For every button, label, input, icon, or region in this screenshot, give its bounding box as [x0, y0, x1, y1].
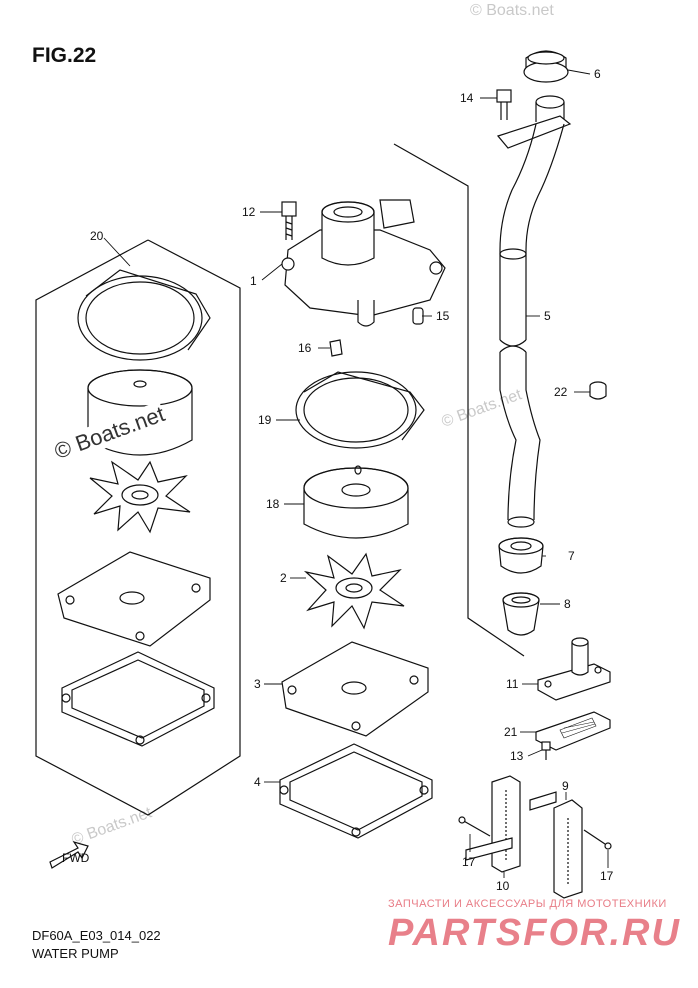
callout-19: 19: [258, 413, 272, 427]
callout-18: 18: [266, 497, 280, 511]
part-19-cage: [295, 371, 425, 449]
callout-22: 22: [554, 385, 568, 399]
callout-11: 11: [506, 677, 519, 691]
part-7-grommet: [498, 537, 544, 574]
callout-13: 13: [510, 749, 524, 763]
part-5-water-tube: [496, 95, 572, 528]
callout-17-left: 17: [462, 855, 476, 869]
callout-10: 10: [496, 879, 510, 893]
callout-9: 9: [562, 779, 569, 793]
part-12-bolt: [281, 201, 297, 240]
part-6-grommet: [523, 50, 569, 83]
part-3-plate: [281, 641, 429, 737]
callout-12: 12: [242, 205, 256, 219]
callout-20: 20: [90, 229, 104, 243]
part-21-screen: [535, 711, 611, 751]
figure-code: DF60A_E03_014_022: [32, 928, 161, 943]
callout-5: 5: [544, 309, 551, 323]
watermark-top: © Boats.net: [470, 2, 554, 19]
assembly-bracket-line: [393, 143, 525, 657]
part-10-bracket: [465, 775, 521, 873]
part-22-sleeve: [589, 381, 607, 400]
callout-4: 4: [254, 775, 261, 789]
callout-14: 14: [460, 91, 474, 105]
part-14-bolt: [496, 89, 512, 120]
fwd-label: FWD: [62, 851, 90, 865]
callout-2: 2: [280, 571, 287, 585]
kit-cage-ring: [77, 269, 211, 361]
figure-title: FIG.22: [32, 44, 97, 67]
leader-lines: [103, 69, 609, 878]
callout-21: 21: [504, 725, 518, 739]
callout-8: 8: [564, 597, 571, 611]
part-13-screw: [541, 741, 551, 760]
figure-name: WATER PUMP: [32, 946, 119, 961]
fwd-arrow-icon: [49, 840, 89, 869]
part-1-pump-case: [281, 199, 446, 327]
part-17-screw-left: [458, 816, 491, 837]
part-2-impeller: [303, 552, 405, 630]
part-11-fitting: [537, 637, 611, 701]
shop-logo: PARTSFOR.RU: [388, 912, 681, 954]
callout-15: 15: [436, 309, 450, 323]
kit-20-outline: [35, 239, 241, 816]
part-8-seal: [502, 592, 540, 636]
shop-tagline: ЗАПЧАСТИ И АКСЕССУАРЫ ДЛЯ МОТОТЕХНИКИ: [388, 898, 667, 910]
callout-3: 3: [254, 677, 261, 691]
part-17-screw-right: [583, 829, 612, 850]
callout-6: 6: [594, 67, 601, 81]
kit-gasket: [61, 651, 215, 747]
part-15-pin: [412, 307, 424, 325]
kit-plate: [57, 551, 211, 647]
part-18-cup: [303, 465, 409, 539]
part-4-gasket: [279, 743, 433, 839]
part-9-bracket: [529, 791, 583, 899]
part-16-key: [329, 339, 343, 357]
kit-impeller: [89, 460, 191, 534]
callout-17-right: 17: [600, 869, 614, 883]
callout-1: 1: [250, 274, 257, 288]
callout-16: 16: [298, 341, 312, 355]
callout-7: 7: [568, 549, 575, 563]
